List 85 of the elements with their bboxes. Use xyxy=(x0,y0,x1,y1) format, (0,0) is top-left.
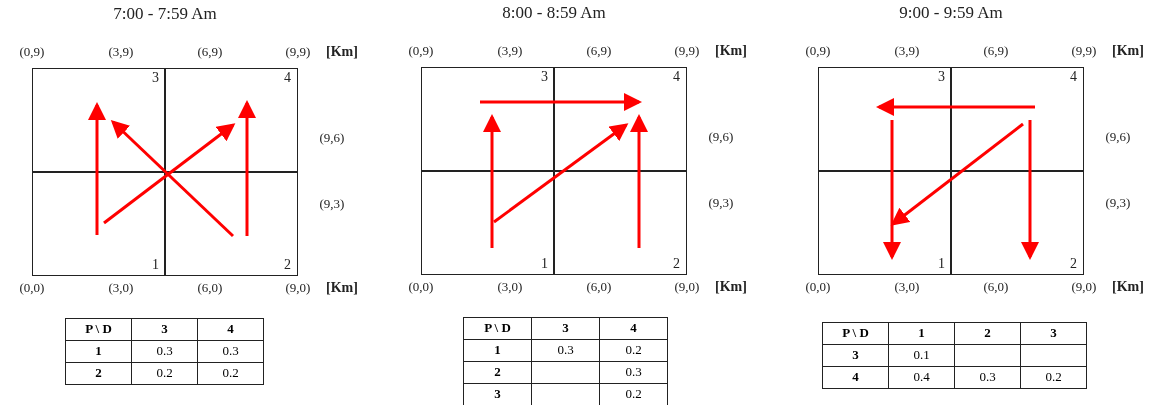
table-cell: 4 xyxy=(599,317,668,340)
coordinate-label: (6,9) xyxy=(983,43,1009,59)
quadrant-number: 1 xyxy=(152,258,159,272)
coordinate-label: (6,0) xyxy=(586,279,612,295)
coordinate-label: (6,9) xyxy=(197,44,223,60)
map-quadrant xyxy=(164,171,298,276)
coordinate-label: (0,9) xyxy=(408,43,434,59)
quadrant-number: 4 xyxy=(673,70,680,84)
table-cell: 4 xyxy=(197,318,264,341)
coordinate-label: (9,9) xyxy=(674,43,700,59)
coordinate-label: (0,0) xyxy=(19,280,45,296)
arrow xyxy=(483,114,501,248)
table-cell: 0.2 xyxy=(197,362,264,385)
map-quadrant xyxy=(421,170,555,275)
coordinate-label: (3,0) xyxy=(108,280,134,296)
coordinate-label: (0,9) xyxy=(19,44,45,60)
table-cell: P \ D xyxy=(65,318,132,341)
coordinate-label: (9,6) xyxy=(708,129,734,145)
arrow xyxy=(88,102,106,235)
panel-title: 7:00 - 7:59 Am xyxy=(112,4,218,24)
coordinate-label: (9,0) xyxy=(674,279,700,295)
coordinate-label: (6,0) xyxy=(983,279,1009,295)
coordinate-label: (3,9) xyxy=(497,43,523,59)
table-cell: 2 xyxy=(65,362,132,385)
table-cell: 3 xyxy=(1020,322,1087,345)
coordinate-label: (9,6) xyxy=(1105,129,1131,145)
coordinate-label: (6,0) xyxy=(197,280,223,296)
quadrant-number: 3 xyxy=(541,70,548,84)
unit-label: [Km] xyxy=(715,279,747,295)
panel-title: 9:00 - 9:59 Am xyxy=(898,3,1004,23)
arrow xyxy=(110,119,235,238)
coordinate-label: (3,0) xyxy=(497,279,523,295)
arrow xyxy=(630,114,648,248)
coordinate-label: (9,9) xyxy=(285,44,311,60)
panel-title: 8:00 - 8:59 Am xyxy=(501,3,607,23)
table-cell: P \ D xyxy=(463,317,532,340)
quadrant-number: 2 xyxy=(284,258,291,272)
coordinate-label: (0,0) xyxy=(805,279,831,295)
unit-label: [Km] xyxy=(1112,43,1144,59)
quadrant-number: 2 xyxy=(673,257,680,271)
map-quadrant xyxy=(553,67,687,172)
coordinate-label: (9,0) xyxy=(285,280,311,296)
coordinate-label: (3,0) xyxy=(894,279,920,295)
map-quadrant xyxy=(164,68,298,173)
coordinate-label: (0,0) xyxy=(408,279,434,295)
quadrant-number: 3 xyxy=(938,70,945,84)
arrow xyxy=(883,120,901,260)
arrow xyxy=(493,123,629,224)
coordinate-label: (9,6) xyxy=(319,130,345,146)
arrow xyxy=(238,100,256,236)
map-quadrant xyxy=(32,68,166,173)
map-quadrant xyxy=(818,170,952,275)
arrow xyxy=(480,93,642,111)
coordinate-label: (3,9) xyxy=(108,44,134,60)
table-cell: 4 xyxy=(822,366,889,389)
coordinate-label: (6,9) xyxy=(586,43,612,59)
quadrant-number: 1 xyxy=(938,257,945,271)
coordinate-label: (9,9) xyxy=(1071,43,1097,59)
coordinate-label: (3,9) xyxy=(894,43,920,59)
table-cell: P \ D xyxy=(822,322,889,345)
quadrant-number: 3 xyxy=(152,71,159,85)
coordinate-label: (9,0) xyxy=(1071,279,1097,295)
map-quadrant xyxy=(950,170,1084,275)
map-quadrant xyxy=(553,170,687,275)
arrow xyxy=(103,123,236,225)
unit-label: [Km] xyxy=(715,43,747,59)
unit-label: [Km] xyxy=(326,280,358,296)
map-quadrant xyxy=(818,67,952,172)
arrow xyxy=(876,98,1035,116)
quadrant-number: 4 xyxy=(1070,70,1077,84)
quadrant-number: 4 xyxy=(284,71,291,85)
map-quadrant xyxy=(32,171,166,276)
coordinate-label: (9,3) xyxy=(708,195,734,211)
quadrant-number: 2 xyxy=(1070,257,1077,271)
coordinate-label: (9,3) xyxy=(1105,195,1131,211)
coordinate-label: (0,9) xyxy=(805,43,831,59)
unit-label: [Km] xyxy=(326,44,358,60)
arrow xyxy=(1021,120,1039,260)
quadrant-number: 1 xyxy=(541,257,548,271)
arrow xyxy=(890,122,1024,226)
map-quadrant xyxy=(421,67,555,172)
table-cell: 0.2 xyxy=(1020,366,1087,389)
unit-label: [Km] xyxy=(1112,279,1144,295)
map-quadrant xyxy=(950,67,1084,172)
coordinate-label: (9,3) xyxy=(319,196,345,212)
